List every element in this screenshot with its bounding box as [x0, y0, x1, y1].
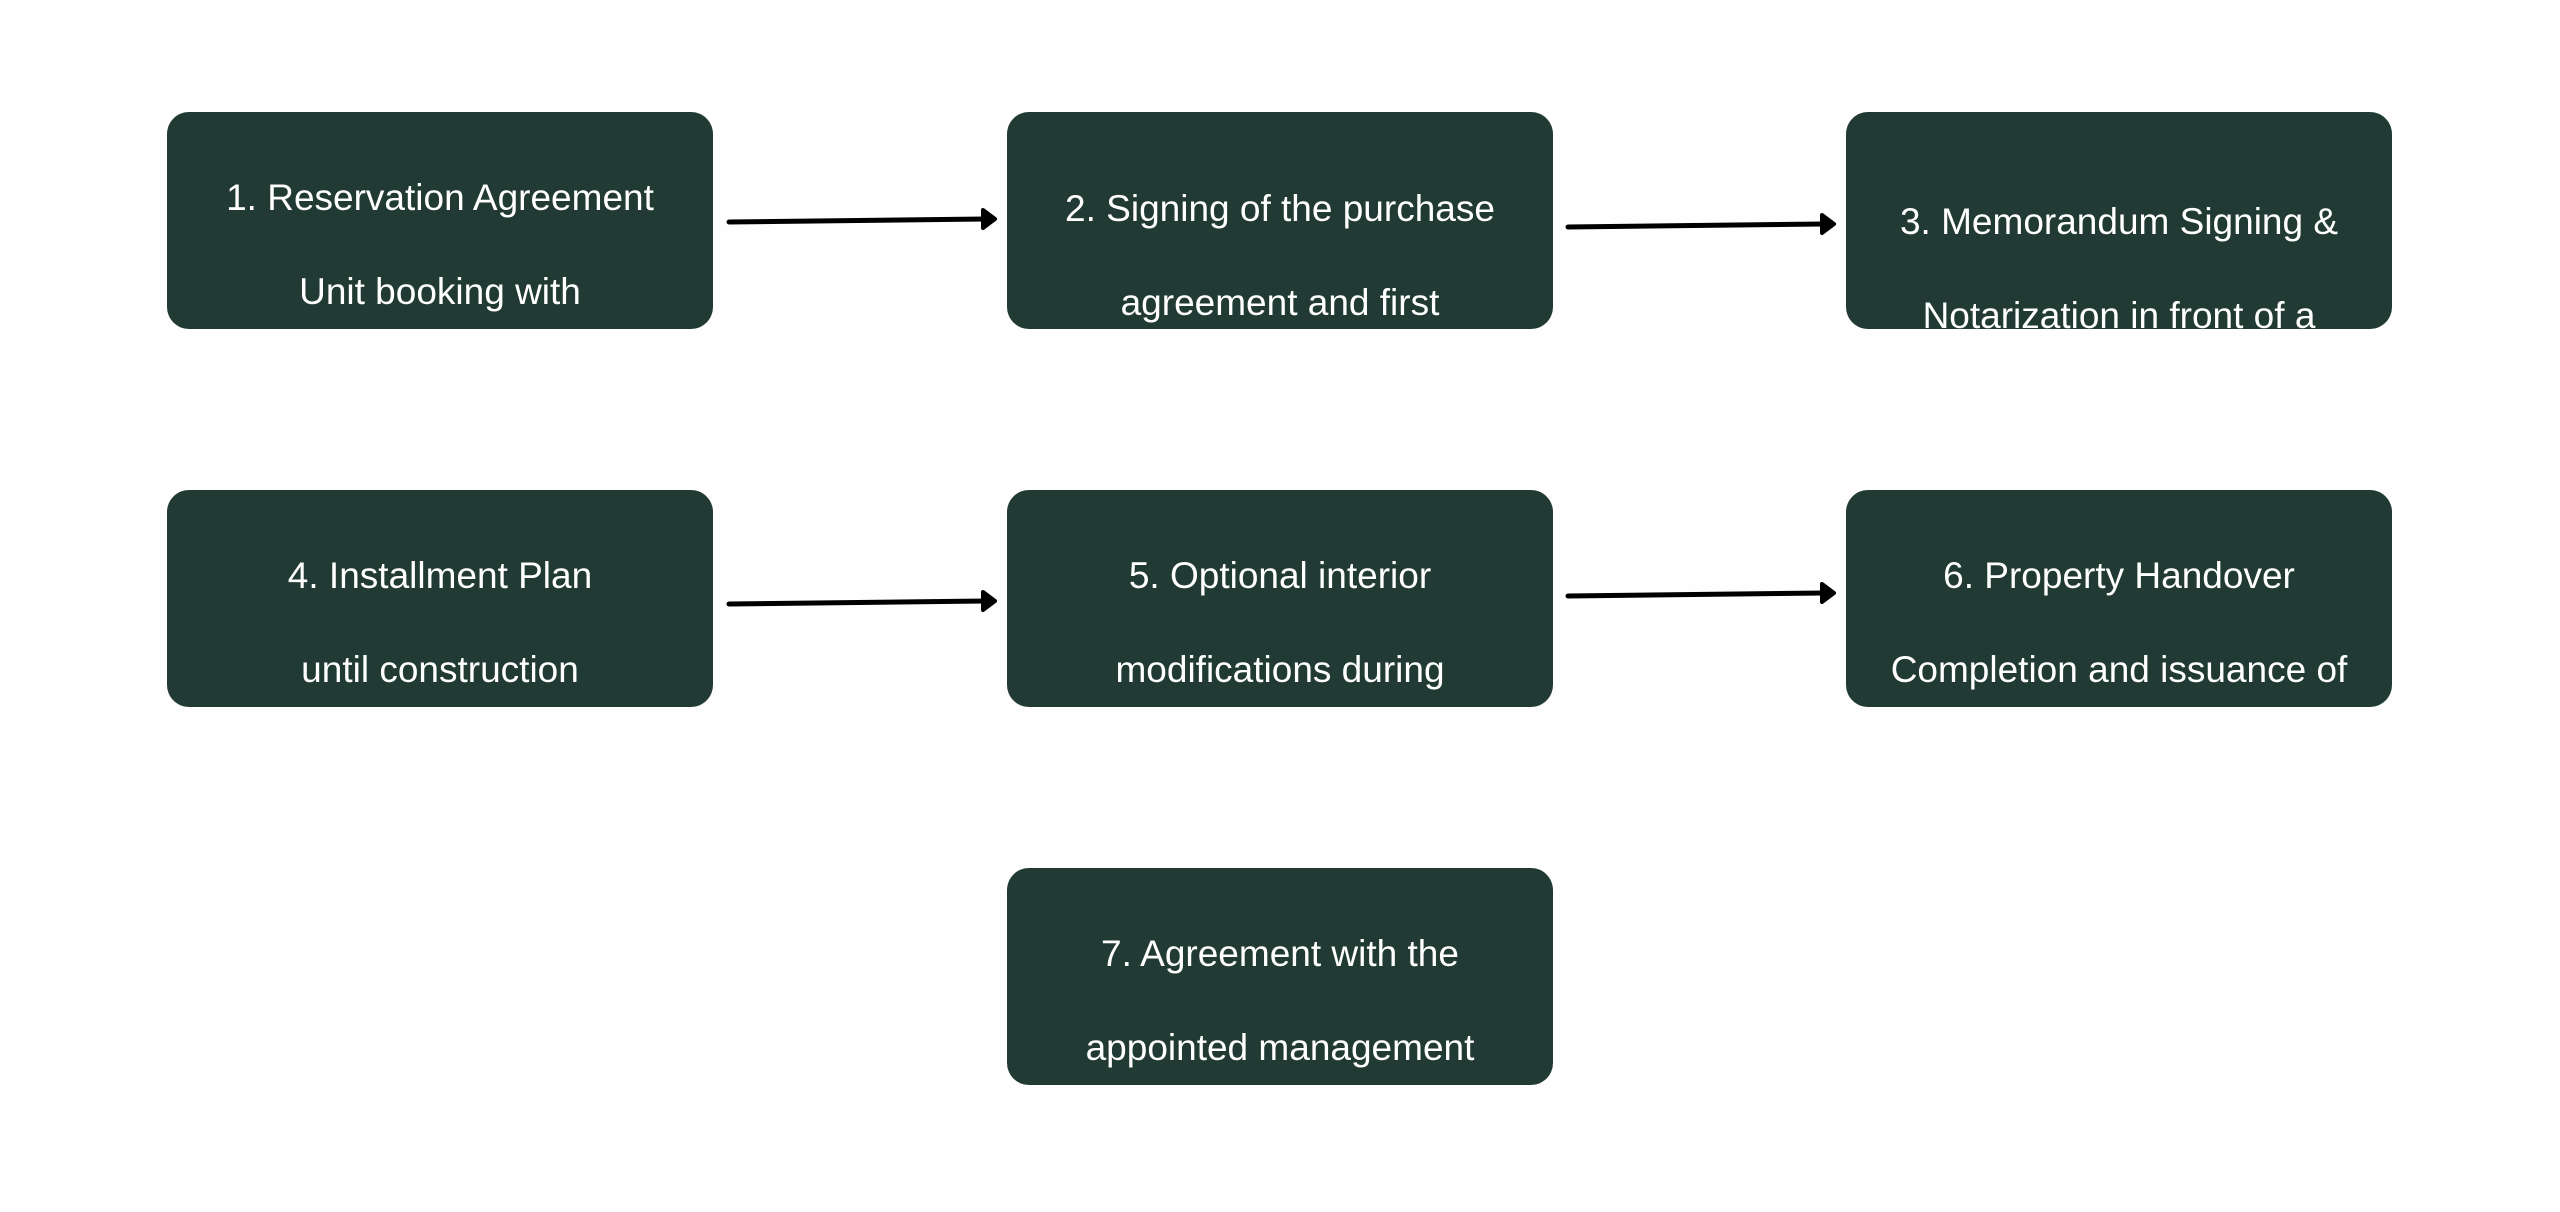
arrow-step-5-to-6: [1565, 582, 1836, 604]
step-1-line-1: 1. Reservation Agreement: [226, 177, 654, 218]
step-4-line-3: completion: [350, 743, 530, 784]
arrowhead-icon: [981, 208, 997, 230]
step-6-line-2: Completion and issuance of: [1890, 649, 2348, 690]
step-1-reservation-agreement[interactable]: 1. Reservation Agreement Unit booking wi…: [167, 112, 713, 406]
arrow-step-4-to-5: [726, 590, 997, 612]
arrowhead-icon: [1820, 582, 1836, 604]
step-3-line-1: 3. Memorandum Signing &: [1899, 201, 2339, 242]
step-5-interior-modifications[interactable]: 5. Optional interior modifications durin…: [1007, 490, 1553, 784]
step-2-line-2: agreement and first: [1120, 282, 1440, 323]
step-1-line-3: USD 5,000 deposit: [284, 365, 596, 406]
step-7-line-2: appointed management: [1085, 1027, 1475, 1068]
step-5-line-3: construction: [1180, 743, 1380, 784]
step-1-line-2: Unit booking with: [299, 271, 581, 312]
step-4-installment-plan[interactable]: 4. Installment Plan until construction c…: [167, 490, 713, 784]
arrow-step-2-to-3: [1565, 213, 1836, 235]
step-4-line-2: until construction: [301, 649, 579, 690]
step-4-line-1: 4. Installment Plan: [287, 555, 593, 596]
step-5-line-2: modifications during: [1115, 649, 1445, 690]
step-6-line-1: 6. Property Handover: [1943, 555, 2295, 596]
step-6-property-handover[interactable]: 6. Property Handover Completion and issu…: [1846, 490, 2392, 784]
step-2-line-1: 2. Signing of the purchase: [1065, 188, 1495, 229]
arrowhead-icon: [981, 590, 997, 612]
step-3-line-3: notary: [2067, 389, 2171, 430]
step-5-line-1: 5. Optional interior: [1128, 555, 1432, 596]
step-3-memorandum-notarization[interactable]: 3. Memorandum Signing & Notarization in …: [1846, 112, 2392, 430]
arrow-step-1-to-2: [726, 208, 997, 230]
step-2-purchase-agreement[interactable]: 2. Signing of the purchase agreement and…: [1007, 112, 1553, 417]
step-3-line-2: Notarization in front of a: [1922, 295, 2316, 336]
step-7-line-1: 7. Agreement with the: [1101, 933, 1459, 974]
step-7-management-agreement[interactable]: 7. Agreement with the appointed manageme…: [1007, 868, 1553, 1162]
step-2-line-3: payment: [1209, 376, 1351, 417]
step-7-line-3: company: [1204, 1121, 1356, 1162]
step-6-line-3: ownership documentation: [1908, 743, 2330, 784]
arrowhead-icon: [1820, 213, 1836, 235]
